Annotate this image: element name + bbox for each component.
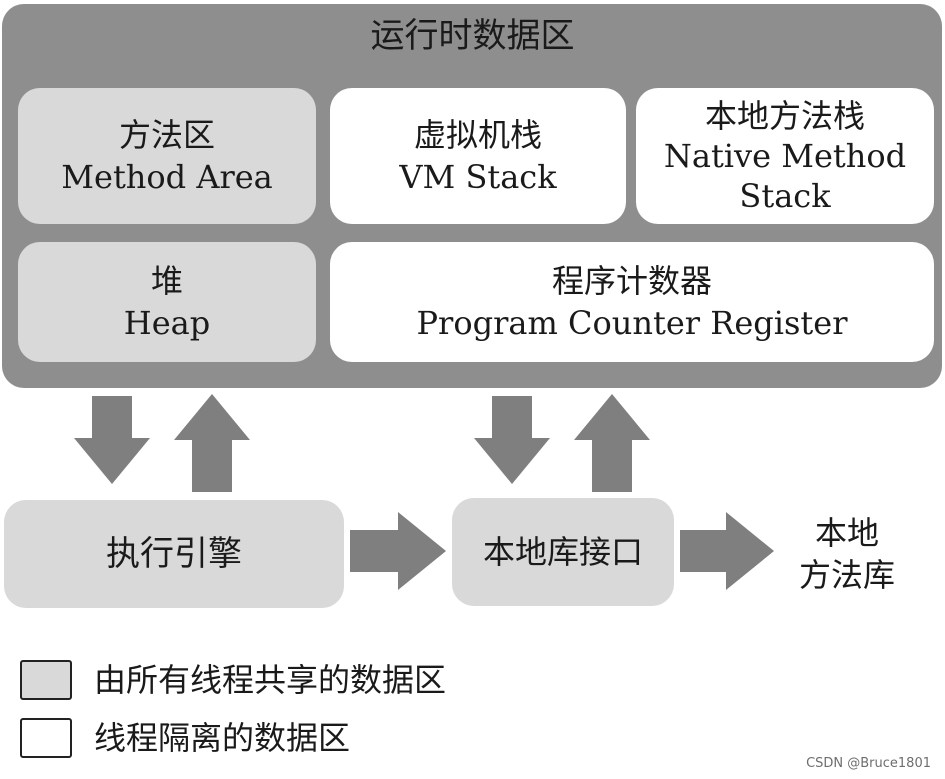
heap-zh-label: 堆 bbox=[150, 262, 183, 300]
native-method-stack-en-label-1: Native Method bbox=[663, 137, 907, 175]
native-method-library-label: 本地 方法库 bbox=[772, 508, 922, 600]
native-method-stack-zh-label: 本地方法栈 bbox=[704, 97, 865, 135]
heap-box: 堆 Heap bbox=[18, 242, 316, 362]
legend-shared-label: 由所有线程共享的数据区 bbox=[94, 661, 447, 699]
native-method-stack-en-label-2: Stack bbox=[739, 177, 831, 215]
legend-isolated-swatch bbox=[20, 718, 72, 758]
legend-isolated-label: 线程隔离的数据区 bbox=[94, 719, 351, 757]
program-counter-register-en-label: Program Counter Register bbox=[416, 304, 848, 342]
execution-engine-label: 执行引擎 bbox=[106, 534, 242, 574]
execution-engine-box: 执行引擎 bbox=[4, 500, 344, 608]
program-counter-register-zh-label: 程序计数器 bbox=[551, 262, 712, 300]
vm-stack-zh-label: 虚拟机栈 bbox=[413, 116, 542, 154]
up-arrow-icon bbox=[574, 394, 650, 492]
vm-stack-en-label: VM Stack bbox=[399, 158, 557, 196]
native-method-stack-box: 本地方法栈 Native Method Stack bbox=[636, 88, 934, 224]
vm-stack-box: 虚拟机栈 VM Stack bbox=[330, 88, 626, 224]
down-arrow-icon bbox=[474, 396, 550, 484]
native-method-library-line2: 方法库 bbox=[798, 556, 895, 594]
up-arrow-icon bbox=[174, 394, 250, 492]
native-interface-box: 本地库接口 bbox=[452, 498, 674, 606]
runtime-data-area-title: 运行时数据区 bbox=[370, 16, 575, 56]
method-area-zh-label: 方法区 bbox=[118, 116, 215, 154]
native-interface-label: 本地库接口 bbox=[482, 533, 643, 571]
right-arrow-icon bbox=[350, 512, 446, 590]
native-method-library-line1: 本地 bbox=[814, 514, 879, 552]
heap-en-label: Heap bbox=[123, 304, 211, 342]
right-arrow-icon bbox=[680, 512, 774, 590]
method-area-en-label: Method Area bbox=[61, 158, 273, 196]
watermark: CSDN @Bruce1801 bbox=[806, 756, 931, 771]
method-area-box: 方法区 Method Area bbox=[18, 88, 316, 224]
legend-shared-swatch bbox=[20, 660, 72, 700]
program-counter-register-box: 程序计数器 Program Counter Register bbox=[330, 242, 934, 362]
down-arrow-icon bbox=[74, 396, 150, 484]
